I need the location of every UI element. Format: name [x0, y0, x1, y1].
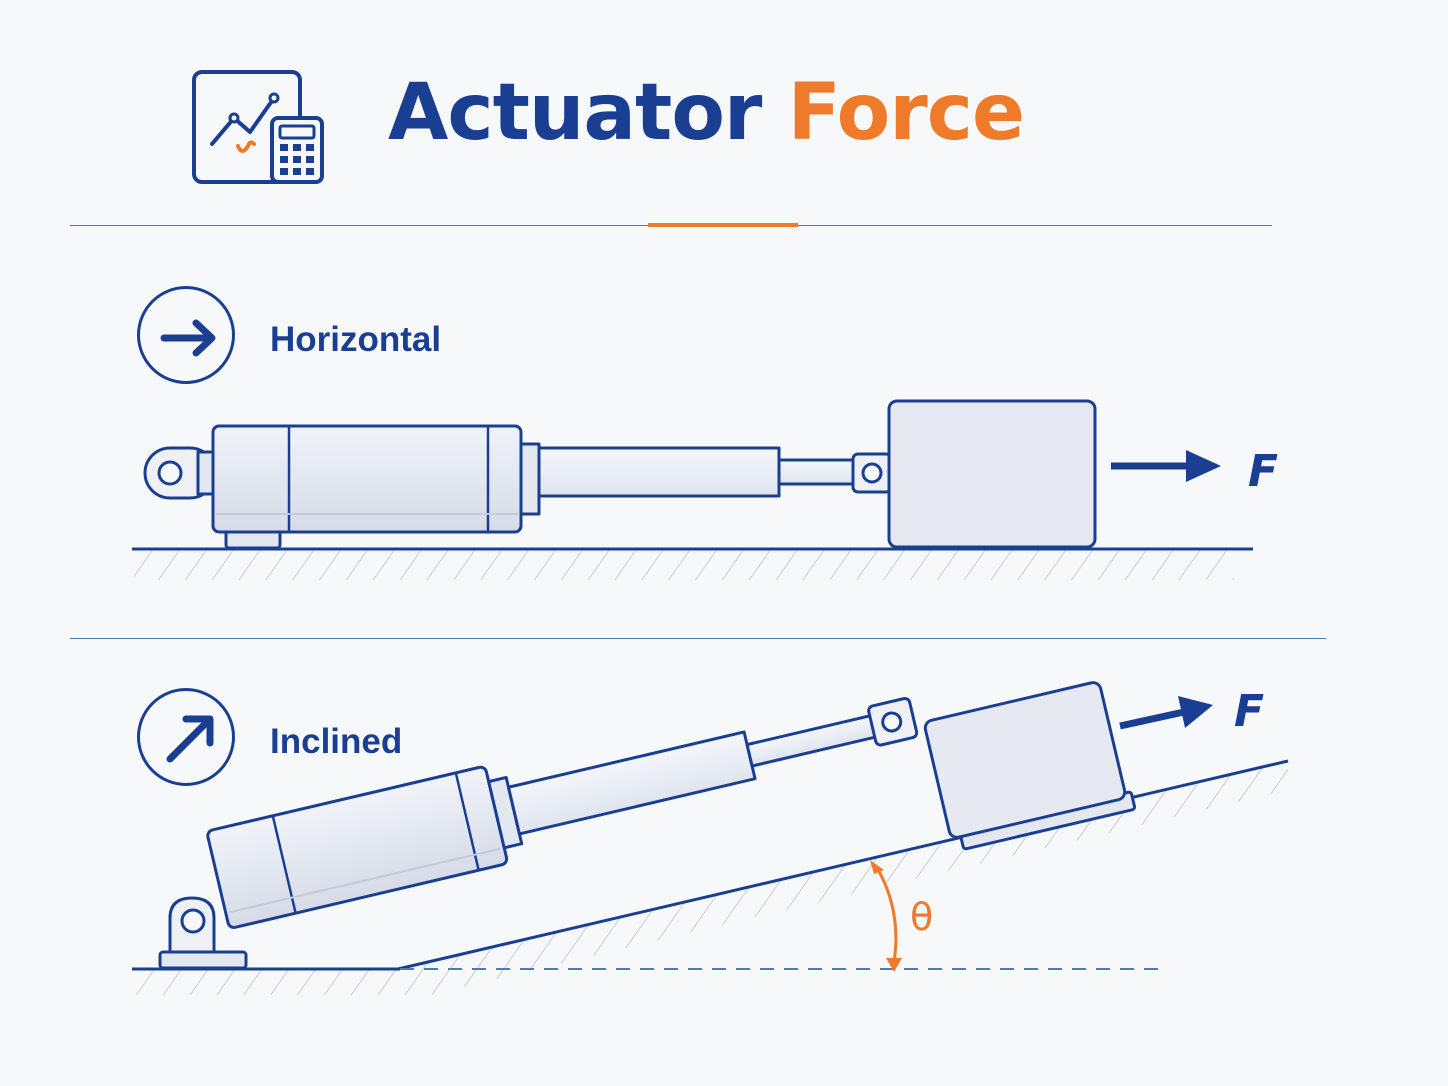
page-title: Actuator Force [388, 74, 1025, 152]
arrow-right-icon [160, 319, 216, 357]
chart-calculator-icon [192, 70, 324, 184]
angle-arc [870, 860, 902, 972]
angle-theta-label: θ [910, 895, 933, 939]
title-accent-bar [648, 223, 798, 227]
inclined-base-mount [158, 896, 248, 970]
title-word-force: Force [787, 68, 1025, 158]
horizontal-badge [137, 286, 235, 384]
horizontal-force-arrow [1111, 450, 1221, 482]
inclined-badge [137, 688, 235, 786]
inclined-label: Inclined [270, 722, 403, 761]
horizontal-force-label: F [1248, 446, 1278, 497]
horizontal-ground [132, 547, 1253, 580]
inclined-force-arrow [1119, 696, 1213, 730]
arrow-up-right-icon [166, 715, 214, 763]
horizontal-actuator [143, 399, 1097, 550]
inclined-actuator [206, 696, 919, 929]
title-word-actuator: Actuator [388, 68, 762, 158]
inclined-load [923, 681, 1137, 851]
horizontal-label: Horizontal [270, 320, 442, 359]
inclined-force-label: F [1234, 686, 1264, 737]
divider-middle [70, 638, 1326, 639]
